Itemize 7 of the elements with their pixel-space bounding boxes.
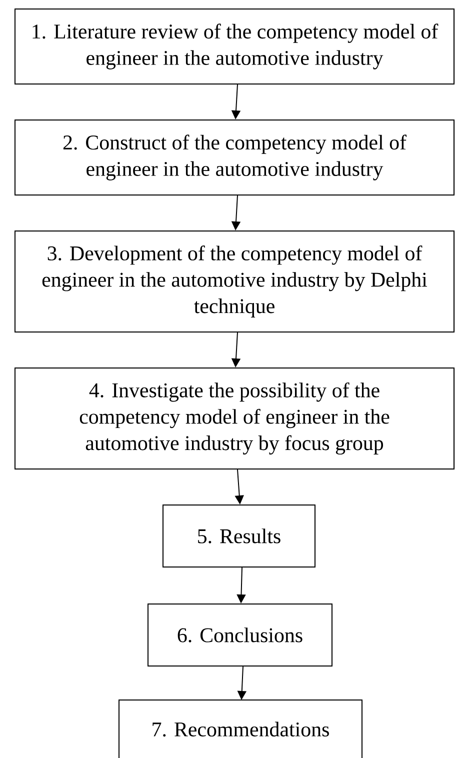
process-box: 6. Conclusions [148, 604, 332, 666]
process-box: 3. Development of the competency model of engineer in the automotive industry by Delphi technique [14, 230, 454, 332]
process-box: 7. Recommendations [118, 700, 362, 758]
process-box: 4. Investigate the possibility of the competency model of engineer in the automotive industry by focus group [14, 368, 454, 470]
process-box: 5. Results [162, 504, 316, 568]
process-box: 1. Literature review of the competency model of engineer in the automotive industry [14, 8, 454, 84]
process-box: 2. Construct of the competency model of engineer in the automotive industry [14, 120, 454, 196]
